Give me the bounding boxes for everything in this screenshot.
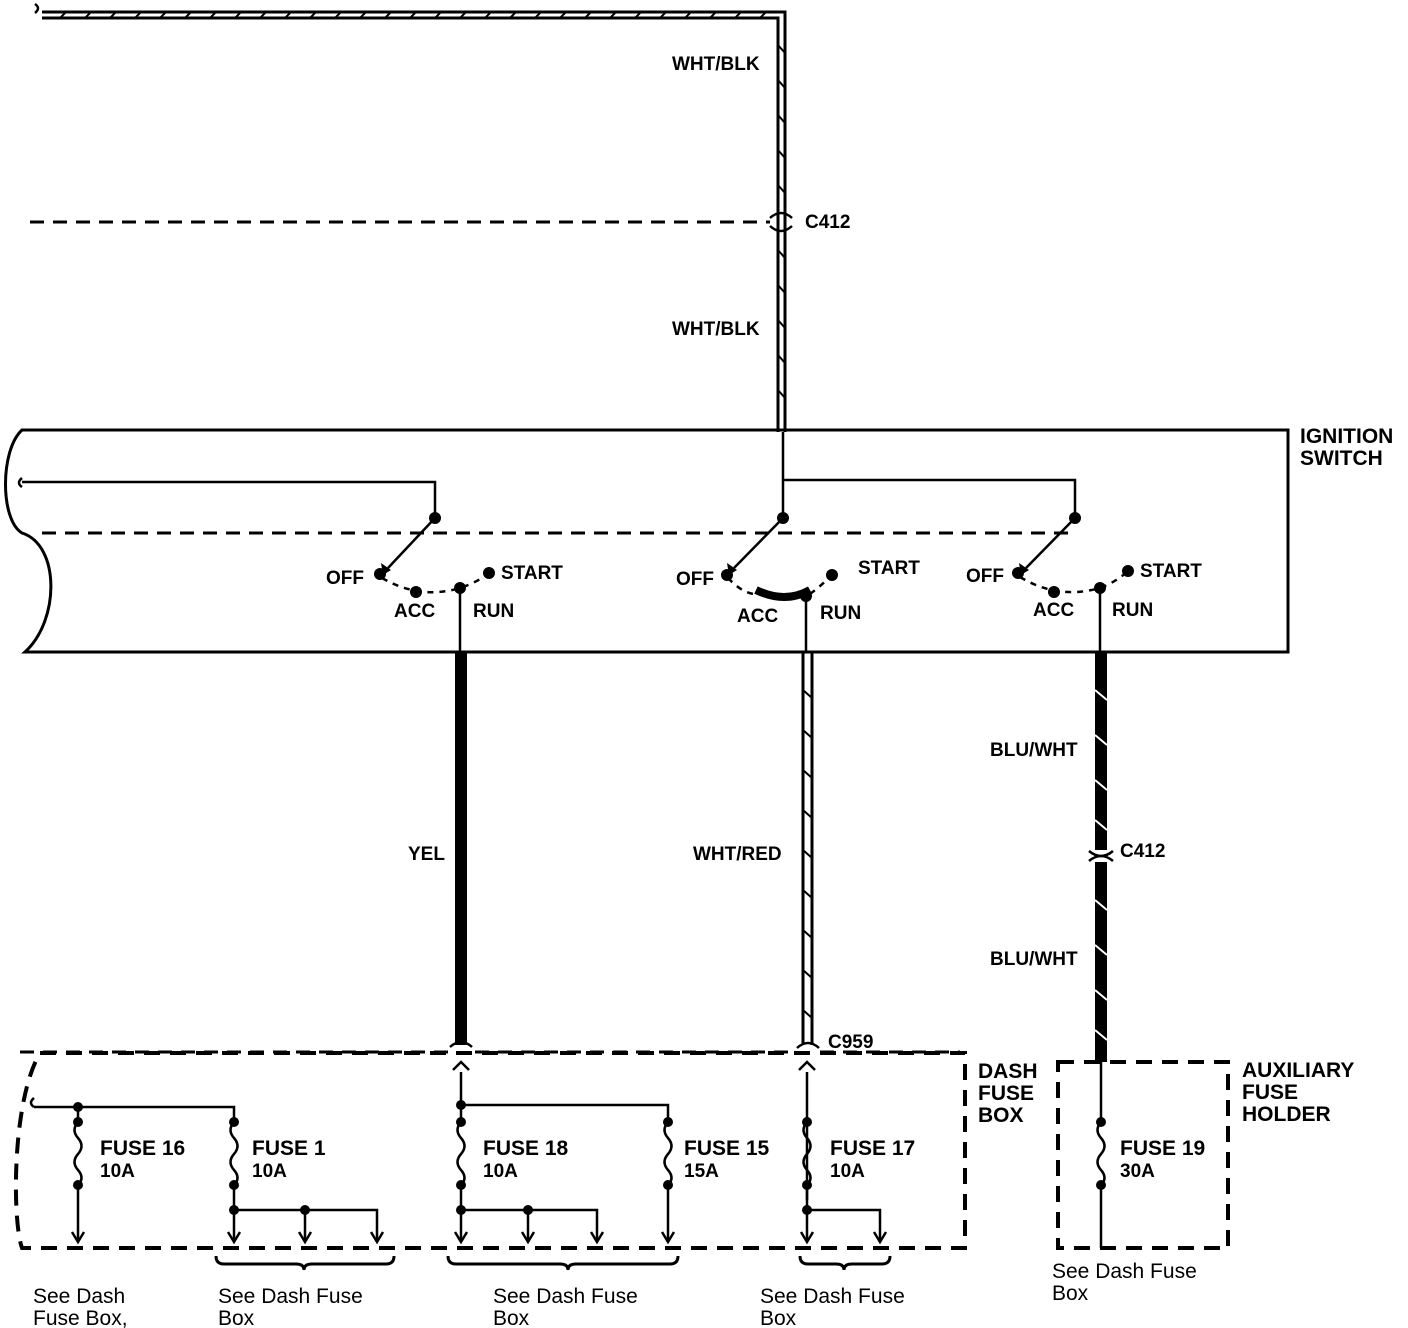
switch-contact-group-3 bbox=[1012, 512, 1134, 652]
pos-acc-1: ACC bbox=[394, 601, 435, 622]
pos-off-1: OFF bbox=[326, 568, 364, 589]
fuse-16-name: FUSE 16 bbox=[100, 1137, 185, 1160]
fuse-1-rating: 10A bbox=[252, 1161, 287, 1182]
fuse-17 bbox=[799, 1117, 888, 1245]
wire-label-blu-wht-1: BLU/WHT bbox=[990, 740, 1078, 761]
ref-2-line1: See Dash Fuse bbox=[218, 1285, 363, 1308]
fuse-19-rating: 30A bbox=[1120, 1161, 1155, 1182]
fuse-15-rating: 15A bbox=[684, 1161, 719, 1182]
pos-run-3: RUN bbox=[1112, 600, 1153, 621]
pos-off-2: OFF bbox=[676, 569, 714, 590]
fuse-15-name: FUSE 15 bbox=[684, 1137, 770, 1160]
ref-3-line2: Box bbox=[493, 1307, 530, 1328]
wire-blu-wht bbox=[1088, 652, 1114, 1062]
dash-fuse-box-title-1: DASH bbox=[978, 1060, 1038, 1083]
connector-label-c959: C959 bbox=[828, 1032, 873, 1053]
connector-c412-top bbox=[30, 211, 793, 233]
pos-acc-3: ACC bbox=[1033, 600, 1074, 621]
pos-acc-2: ACC bbox=[737, 606, 778, 627]
ref-4-line1: See Dash Fuse bbox=[760, 1285, 905, 1308]
dash-fuse-box-title-3: BOX bbox=[978, 1104, 1024, 1127]
fuse-18-15 bbox=[453, 1100, 676, 1245]
ref-5-line2: Box bbox=[1052, 1282, 1089, 1305]
fuse-18-rating: 10A bbox=[483, 1161, 518, 1182]
fuse-17-name: FUSE 17 bbox=[830, 1137, 915, 1160]
ignition-switch-box bbox=[4, 428, 1290, 654]
ref-1-line1: See Dash bbox=[33, 1285, 125, 1308]
wire-label-blu-wht-2: BLU/WHT bbox=[990, 949, 1078, 970]
dash-fuse-box-title-2: FUSE bbox=[978, 1082, 1034, 1105]
pos-run-1: RUN bbox=[473, 601, 514, 622]
ref-1-line2: Fuse Box, bbox=[33, 1307, 128, 1328]
aux-fuse-holder-title-1: AUXILIARY bbox=[1242, 1059, 1354, 1082]
ignition-switch-title-1: IGNITION bbox=[1300, 425, 1393, 448]
connector-label-c412-right: C412 bbox=[1120, 841, 1165, 862]
connector-label-c412-top: C412 bbox=[805, 212, 850, 233]
aux-fuse-holder-title-2: FUSE bbox=[1242, 1081, 1298, 1104]
aux-fuse-holder-title-3: HOLDER bbox=[1242, 1103, 1331, 1126]
dash-fuse-box bbox=[13, 1050, 967, 1250]
wire-label-wht-blk-2: WHT/BLK bbox=[672, 319, 760, 340]
fuse-1-name: FUSE 1 bbox=[252, 1137, 326, 1160]
pos-start-2: START bbox=[858, 558, 920, 579]
fuse-17-rating: 10A bbox=[830, 1161, 865, 1182]
ref-3-line1: See Dash Fuse bbox=[493, 1285, 638, 1308]
fuse-16-rating: 10A bbox=[100, 1161, 135, 1182]
reference-braces bbox=[214, 1255, 892, 1271]
switch-contact-group-2 bbox=[721, 512, 838, 652]
wire-yel bbox=[449, 652, 473, 1048]
ref-4-line2: Box bbox=[760, 1307, 797, 1328]
pos-run-2: RUN bbox=[820, 603, 861, 624]
pos-off-3: OFF bbox=[966, 566, 1004, 587]
fuse-19-name: FUSE 19 bbox=[1120, 1137, 1205, 1160]
wire-label-wht-red: WHT/RED bbox=[693, 844, 782, 865]
wire-wht-blk-top bbox=[34, 2, 787, 432]
pos-start-3: START bbox=[1140, 561, 1202, 582]
switch-contact-group-1 bbox=[374, 512, 495, 652]
fuse-1 bbox=[226, 1117, 385, 1245]
ref-5-line1: See Dash Fuse bbox=[1052, 1260, 1197, 1283]
dash-fuse-box-entries bbox=[452, 1060, 816, 1200]
ignition-switch-internal-wiring bbox=[17, 432, 1077, 535]
wire-wht-red bbox=[796, 652, 820, 1049]
ignition-switch-title-2: SWITCH bbox=[1300, 447, 1383, 470]
fuse-18-name: FUSE 18 bbox=[483, 1137, 569, 1160]
pos-start-1: START bbox=[501, 563, 563, 584]
wire-label-wht-blk-1: WHT/BLK bbox=[672, 54, 760, 75]
wire-label-yel: YEL bbox=[408, 844, 445, 865]
aux-fuse-holder bbox=[1056, 1060, 1230, 1250]
ref-2-line2: Box bbox=[218, 1307, 255, 1328]
